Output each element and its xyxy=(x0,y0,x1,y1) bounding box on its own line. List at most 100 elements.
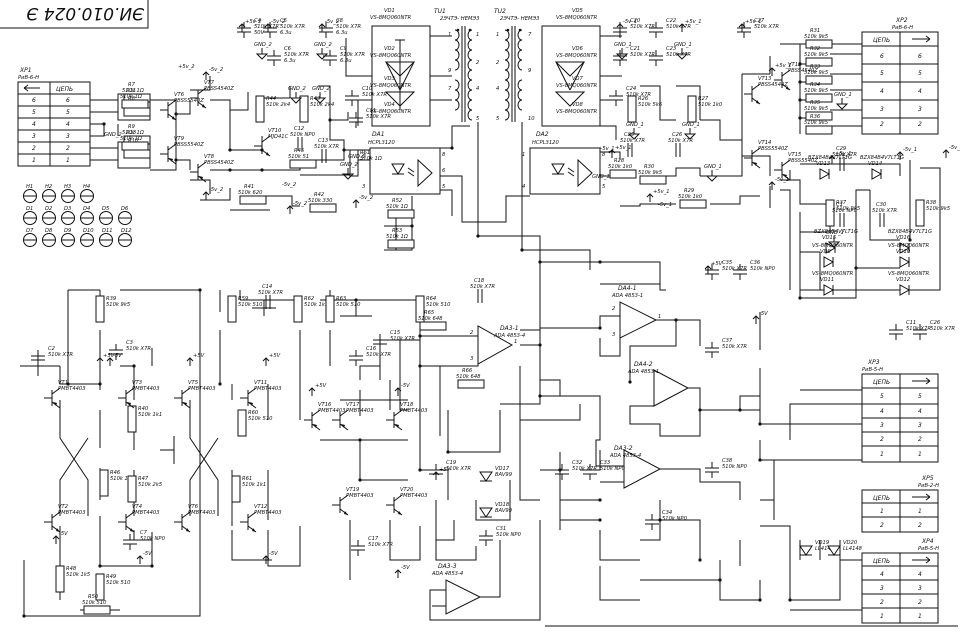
svg-text:VD6: VD6 xyxy=(572,46,584,52)
transistor-ref: VT5 xyxy=(188,380,199,386)
transistor-part: PMBT4403 xyxy=(58,510,86,516)
supply-arrow-icon xyxy=(52,535,60,540)
resistor-value: 510k 1k0 xyxy=(698,102,723,108)
supply-arrow-icon xyxy=(262,357,270,362)
connector-xp1: ХР1 РиВ-6-Н ЦЕПЬ 6 5 4 3 2 1 6 5 4 3 2 1 xyxy=(17,67,91,167)
power-symbol: -5v_2 xyxy=(264,19,285,32)
diode-icon xyxy=(827,545,841,556)
supply-label: -5V xyxy=(269,551,278,557)
connector-xp4: ХР4 РиВ-5-Н ЦЕПЬ 4 3 2 1 4 3 2 1 xyxy=(861,538,939,624)
capacitor-value: 510k NP0 xyxy=(496,532,522,538)
connector-xp2: ХР2 РиВ-6-Н ЦЕПЬ 6 5 4 3 2 6 5 4 3 2 xyxy=(861,17,939,135)
ground-label: GND_1 xyxy=(826,230,844,236)
diode-ref: VD13 xyxy=(816,161,830,167)
resistor-ref: R7 xyxy=(128,82,136,88)
resistor-value: 510k 9k5 xyxy=(804,120,829,126)
resistor-body xyxy=(349,149,359,177)
transistor-part: PMBT4403 xyxy=(400,408,428,414)
transistor-ref: VT18 xyxy=(400,402,414,408)
svg-text:3: 3 xyxy=(32,133,36,140)
capacitor-ref: C2 xyxy=(48,346,55,352)
net-label: GND_2 xyxy=(104,132,122,138)
resistor-ref: R31 xyxy=(810,28,820,34)
net-label: -5v_1 xyxy=(658,202,672,208)
capacitor-value: 510k X7R xyxy=(906,326,931,332)
svg-text:3: 3 xyxy=(362,184,365,190)
emitter-arrow-icon xyxy=(186,528,190,532)
emitter-arrow-icon xyxy=(266,152,270,156)
supply-label: -5v_1 xyxy=(775,177,789,183)
supply-label: -5V xyxy=(401,565,410,571)
svg-text:3: 3 xyxy=(918,106,922,113)
mount-hole-label: D9 xyxy=(64,228,71,234)
svg-text:8: 8 xyxy=(442,152,446,158)
junction-dot xyxy=(102,122,106,126)
power-symbol: -5V xyxy=(52,531,68,544)
junction-dot xyxy=(410,224,414,228)
resistor-body xyxy=(387,239,415,249)
transistor-part: PMBT4403 xyxy=(132,386,160,392)
mount-hole-label: D12 xyxy=(121,228,132,234)
junction-dot xyxy=(798,116,802,120)
supply-arrow-icon xyxy=(318,23,326,28)
resistor-body xyxy=(55,565,65,593)
svg-text:ЦЕПЬ: ЦЕПЬ xyxy=(873,558,890,565)
diode-icon xyxy=(819,168,831,180)
supply-arrow-icon xyxy=(828,155,836,160)
transistor-ref: VT20 xyxy=(400,487,414,493)
mount-hole-label: D3 xyxy=(64,206,71,212)
ground-label: GND_1 xyxy=(674,42,692,48)
svg-text:3: 3 xyxy=(880,422,884,429)
emitter-arrow-icon xyxy=(127,402,131,406)
capacitor-ref: C11 xyxy=(906,320,916,326)
ground-icon xyxy=(705,175,719,182)
svg-text:VS-8MQ060NTR: VS-8MQ060NTR xyxy=(370,109,412,115)
junction-dot xyxy=(538,343,542,347)
resistor-body xyxy=(95,573,105,601)
power-symbol: -5v_2 xyxy=(318,19,339,32)
junction-dot xyxy=(798,80,802,84)
supply-label: -5v_1 xyxy=(623,19,637,25)
resistor-value: 510k 1k5 xyxy=(66,572,91,578)
resistor-ref: R30 xyxy=(644,164,655,170)
resistor-value: 510k 9k5 xyxy=(106,302,131,308)
diode-icon xyxy=(799,545,813,556)
resistor-ref: R29 xyxy=(684,188,694,194)
power-symbol: +5v_1 xyxy=(608,145,632,158)
svg-text:1: 1 xyxy=(658,314,661,320)
svg-text:ХР4: ХР4 xyxy=(921,538,934,545)
svg-text:4: 4 xyxy=(918,88,922,95)
junction-dot xyxy=(418,364,422,368)
svg-text:ЦЕПЬ: ЦЕПЬ xyxy=(873,379,890,386)
transistor-part: PBSS5540Z xyxy=(174,98,204,104)
capacitor-value: 6.3u xyxy=(336,30,348,36)
resistor-ref: R62 xyxy=(304,296,314,302)
svg-text:3: 3 xyxy=(880,585,884,592)
svg-text:2: 2 xyxy=(880,599,884,606)
ground-icon xyxy=(827,241,841,248)
resistor-ref: R49 xyxy=(106,574,116,580)
supply-arrow-icon xyxy=(896,151,904,156)
capacitor-ref: C30 xyxy=(876,202,887,208)
resistor-body xyxy=(289,159,317,169)
junction-dot xyxy=(598,498,602,502)
emitter-arrow-icon xyxy=(249,402,253,406)
junction-dot xyxy=(342,148,346,152)
diode-ref: VD10 xyxy=(896,249,911,255)
title-block: ЭИ.010.024 Э xyxy=(0,0,149,29)
